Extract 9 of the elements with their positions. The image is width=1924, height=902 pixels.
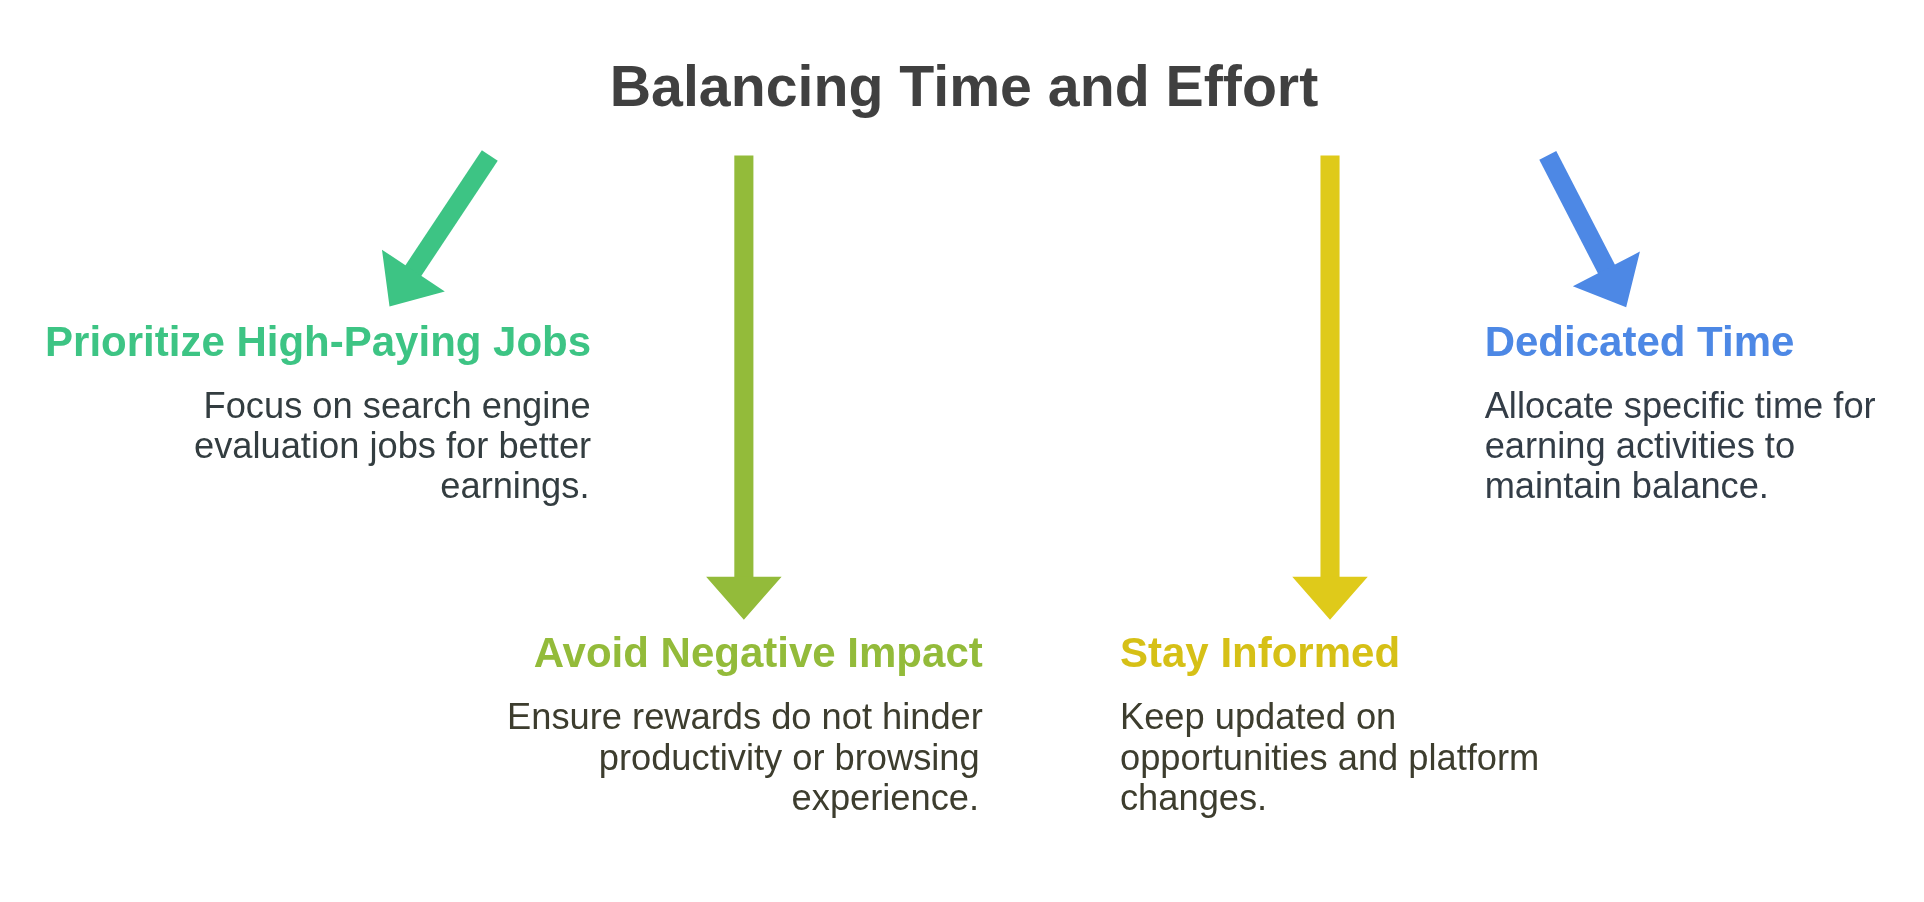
node-text: Avoid Negative Impact Ensure rewards do not hinder productivity or browsing experience. [507,628,983,818]
node-text: Prioritize High-Paying Jobs Focus on search engine evaluation jobs for better earnings. [45,317,592,506]
arrow [1292,154,1368,620]
node-text: Dedicated Time Allocate specific time for earning activities to maintain balance. [1484,317,1876,506]
arrow [706,154,782,620]
diagram-title: Balancing Time and Effort [609,53,1319,118]
arrow [1539,150,1640,307]
arrow [381,149,498,306]
node-text: Stay Informed Keep updated on opportunities and platform changes. [1119,628,1540,818]
